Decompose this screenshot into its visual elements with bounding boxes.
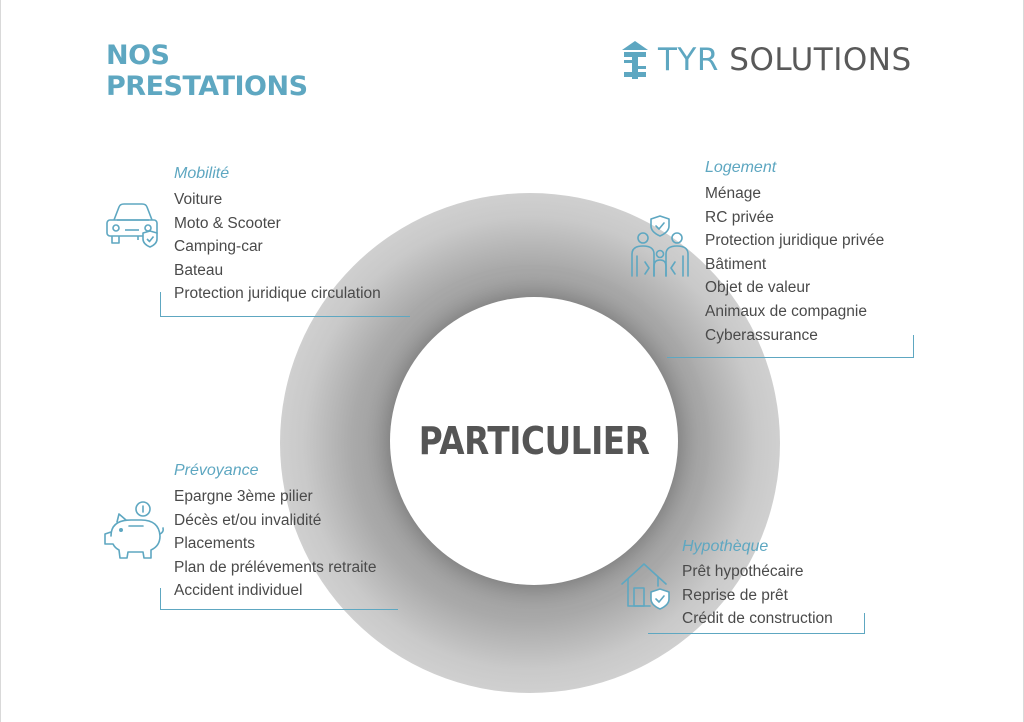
- brand-logo: TYR SOLUTIONS: [620, 40, 912, 80]
- section-title-prevoyance: Prévoyance: [174, 462, 259, 479]
- center-circle: PARTICULIER: [390, 297, 678, 585]
- frame-left-edge: [0, 0, 1, 722]
- list-prevoyance: Epargne 3ème pilier Décès et/ou invalidi…: [174, 485, 376, 603]
- list-item: Décès et/ou invalidité: [174, 511, 322, 529]
- list-item: Bateau: [174, 261, 224, 279]
- list-item: Moto & Scooter: [174, 214, 281, 232]
- list-item: Bâtiment: [705, 255, 767, 273]
- list-item: Reprise de prêt: [682, 586, 788, 604]
- bracket-prevoyance: [160, 588, 398, 610]
- list-item: Objet de valeur: [705, 279, 811, 297]
- list-item: Crédit de construction: [682, 610, 833, 628]
- brand-name: TYR SOLUTIONS: [658, 42, 912, 78]
- list-hypotheque: Prêt hypothécaire Reprise de prêt Crédit…: [682, 560, 833, 631]
- list-item: Cyberassurance: [705, 326, 818, 344]
- page-title-line1: NOS: [106, 40, 170, 71]
- piggy-bank-icon: [104, 501, 164, 559]
- brand-name-part2: SOLUTIONS: [729, 42, 912, 78]
- list-item: Plan de prélévements retraite: [174, 558, 377, 576]
- section-title-hypotheque: Hypothèque: [682, 538, 769, 555]
- list-item: Placements: [174, 535, 255, 553]
- list-item: Voiture: [174, 191, 223, 208]
- section-title-mobilite: Mobilité: [174, 165, 230, 182]
- list-item: Prêt hypothécaire: [682, 563, 804, 580]
- page-title: NOS PRESTATIONS: [106, 40, 308, 102]
- list-item: RC privée: [705, 208, 774, 226]
- tyr-logo-icon: [622, 41, 648, 79]
- list-item: Animaux de compagnie: [705, 302, 867, 320]
- bracket-mobilite: [160, 292, 410, 317]
- car-shield-icon: [106, 203, 158, 248]
- list-logement: Ménage RC privée Protection juridique pr…: [705, 182, 884, 347]
- center-label: PARTICULIER: [418, 419, 650, 463]
- bracket-hypotheque: [648, 613, 865, 634]
- list-item: Protection juridique circulation: [174, 285, 381, 303]
- brand-name-part1: TYR: [658, 42, 719, 78]
- house-shield-icon: [621, 563, 670, 610]
- bracket-logement: [667, 335, 914, 358]
- section-title-logement: Logement: [705, 159, 777, 176]
- list-item: Protection juridique privée: [705, 232, 885, 250]
- list-mobilite: Voiture Moto & Scooter Camping-car Batea…: [174, 188, 381, 306]
- family-shield-icon: [631, 215, 689, 277]
- list-item: Accident individuel: [174, 582, 303, 600]
- list-item: Epargne 3ème pilier: [174, 488, 313, 505]
- list-item: Camping-car: [174, 238, 263, 256]
- list-item: Ménage: [705, 185, 762, 202]
- page-title-line2: PRESTATIONS: [106, 71, 308, 102]
